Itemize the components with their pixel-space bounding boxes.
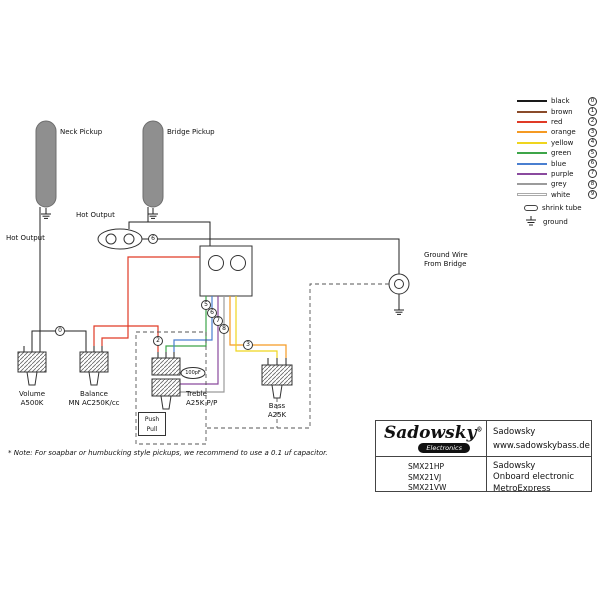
legend-item: orange 3 [517,127,597,137]
colored-wires [93,256,287,393]
sadowsky-logo: Sadowsky® Electronics [376,421,487,457]
ground-icon [526,215,536,226]
capacitor [180,367,206,379]
wire-marker: 6 [207,308,217,318]
legend-color-swatch [517,100,547,103]
black-wires [31,207,400,346]
ground-label: ground [543,217,568,226]
wire-marker: 0 [55,326,65,336]
model-number: SMX21HP [408,462,445,471]
legend-number-badge: 4 [588,138,597,148]
wire-marker: 8 [219,324,229,334]
pickup-connector [97,228,143,250]
legend-item: brown 1 [517,106,597,117]
legend-label: green [551,149,572,158]
footnote: * Note: For soapbar or humbucking style … [8,449,328,457]
company-website-cell: Sadowsky www.sadowskybass.de [487,421,591,457]
wire-marker: 7 [213,316,223,326]
balance-pot-label: Balance MN AC250K/cc [68,390,120,408]
legend-color-swatch [517,162,547,165]
company-website: www.sadowskybass.de [493,440,590,451]
legend-label: yellow [551,138,574,147]
legend-item: grey 8 [517,179,597,189]
legend-color-swatch [517,172,547,175]
wire-marker: 6 [148,234,158,244]
model-numbers-cell: SMX21HP SMX21VJ SMX21VW [376,457,487,491]
legend-number-badge: 7 [588,169,597,179]
legend-label: grey [551,180,567,189]
push-pull-switch-label: Push Pull [138,412,166,436]
bridge-pickup-shape [142,120,164,219]
legend-item: black 0 [517,96,597,106]
legend-color-swatch [517,110,547,113]
legend-number-badge: 1 [588,107,597,117]
neck-pickup-shape [35,120,57,219]
legend-item: blue 6 [517,158,597,169]
balance-pot [79,346,109,386]
shrink-tube-label: shrink tube [542,203,582,212]
legend-number-badge: 9 [588,190,597,200]
logo-text: Sadowsky [384,422,477,443]
title-block: Sadowsky® Electronics Sadowsky www.sadow… [375,420,592,492]
company-name: Sadowsky [493,427,536,437]
logo-electronics-pill: Electronics [418,442,470,453]
legend-number-badge: 3 [588,127,597,137]
legend-shrink-tube: shrink tube [517,202,597,214]
legend-ground: ground [517,215,597,228]
bridge-pickup-label: Bridge Pickup [167,128,215,136]
legend-item: white 9 [517,190,597,200]
legend-color-swatch [517,152,547,155]
wire-marker: 2 [153,336,163,346]
legend-item: yellow 4 [517,138,597,148]
model-number: SMX21VJ [408,472,442,482]
ground-wire-label: Ground Wire From Bridge [424,251,468,269]
legend-label: black [551,97,570,106]
legend-color-swatch [517,193,547,197]
legend-number-badge: 8 [588,179,597,189]
product-line: Sadowsky [493,461,536,471]
bass-pot-label: Bass A25K [267,402,287,420]
legend-number-badge: 0 [588,96,597,106]
legend-color-swatch [517,141,547,144]
neck-pickup-label: Neck Pickup [60,128,103,136]
legend-color-swatch [517,120,547,123]
product-line: MetroExpress [493,483,551,491]
legend-number-badge: 5 [588,148,597,158]
legend-label: white [551,190,571,199]
legend-label: orange [551,128,576,137]
ground-bus-dashed [135,283,389,445]
legend-label: brown [551,107,573,116]
volume-pot-label: Volume A500K [18,390,46,408]
legend-item: purple 7 [517,169,597,179]
legend-number-badge: 6 [588,159,597,169]
product-line: Onboard electronic [493,472,575,483]
registered-mark: ® [476,425,483,433]
legend-number-badge: 2 [588,117,597,127]
volume-pot [17,346,47,386]
legend-item: green 5 [517,148,597,158]
capacitor-label: 100pF [185,370,201,376]
model-number: SMX21VW [408,483,447,491]
legend-label: purple [551,169,574,178]
bridge-ground-ferrule [388,273,410,315]
bass-pot [261,358,293,399]
circuit-board [199,245,253,297]
product-description-cell: Sadowsky Onboard electronic MetroExpress [487,457,591,491]
treble-pot-label: Treble A25K P/P [186,390,218,408]
logo-wordmark: Sadowsky® [384,422,483,443]
wire-marker: 3 [243,340,253,350]
legend-color-swatch [517,183,547,186]
legend-label: red [551,117,563,126]
neck-hot-output-label: Hot Output [6,234,45,242]
shrink-tube-icon [524,204,538,211]
bridge-hot-output-label: Hot Output [76,211,115,219]
treble-pot [151,352,181,410]
wire-marker: 5 [201,300,211,310]
legend-label: blue [551,159,567,168]
legend-color-swatch [517,131,547,134]
legend-item: red 2 [517,117,597,127]
